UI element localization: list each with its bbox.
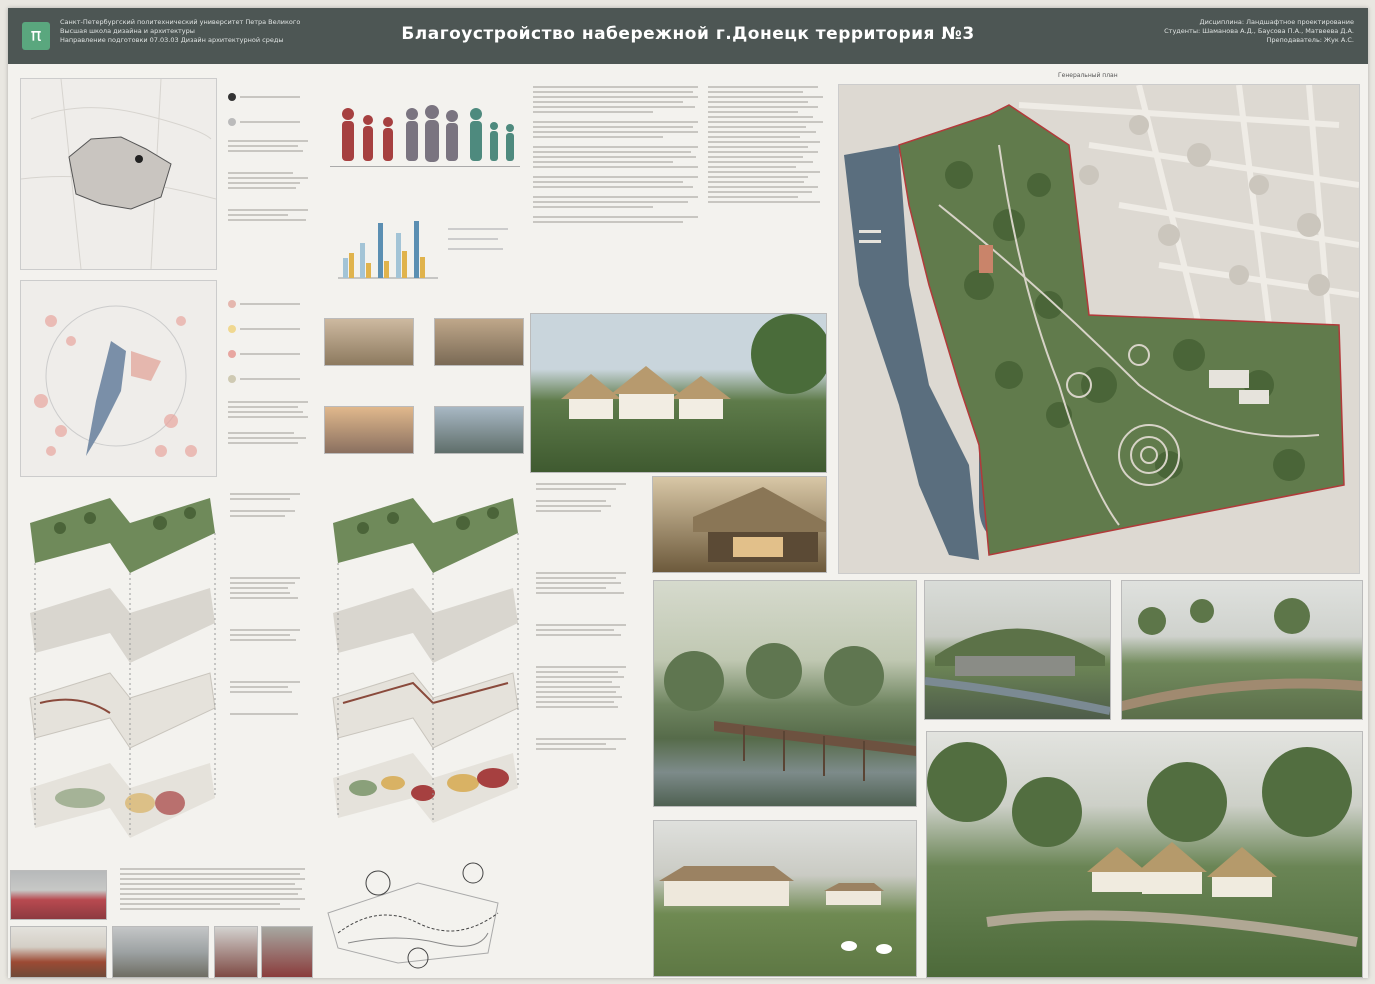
analysis-legend-1 (228, 86, 318, 266)
promenade-scene (1122, 598, 1362, 711)
site-photo-5 (261, 926, 313, 978)
poster-board: π Санкт-Петербургский политехнический ун… (8, 8, 1368, 978)
poster-title: Благоустройство набережной г.Донецк терр… (401, 24, 975, 44)
visualization-bridge (653, 580, 917, 807)
axonometry-right-graphic (332, 498, 519, 823)
axonometry-legend-1 (230, 493, 318, 823)
analog-photo-3 (324, 406, 414, 454)
pavilion-scene (693, 487, 826, 562)
axonometry-legend-2 (536, 483, 646, 903)
visualization-promenade (1121, 580, 1363, 720)
visualization-farmhouse (653, 820, 917, 977)
analysis-legend-2 (228, 293, 318, 473)
axonometry-left-graphic (29, 498, 216, 838)
site-photo-4 (214, 926, 258, 978)
summary-text (120, 868, 310, 923)
concept-text-column (533, 86, 703, 296)
statistics-bars (338, 221, 508, 279)
master-plan (838, 84, 1360, 574)
authors-info: Дисциплина: Ландшафтное проектирование С… (1164, 18, 1354, 44)
district-map-graphic (21, 281, 216, 476)
route-scheme (318, 853, 508, 973)
village-scene (927, 742, 1358, 947)
city-map-graphic (21, 79, 216, 269)
huts-scene (561, 314, 826, 419)
analog-photo-4 (434, 406, 524, 454)
analog-photo-2 (434, 318, 524, 366)
visualization-huts (530, 313, 827, 473)
farmhouse-scene (659, 866, 892, 954)
axonometry-existing (20, 483, 225, 868)
university-info: Санкт-Петербургский политехнический унив… (60, 18, 301, 44)
bar-chart-graphic (338, 213, 518, 283)
site-photo-1 (10, 870, 107, 920)
visualization-arch-building (924, 580, 1111, 720)
route-scheme-graphic (327, 862, 499, 969)
visualization-village-path (926, 731, 1363, 978)
master-plan-caption: Генеральный план (1058, 72, 1118, 79)
poster-header: π Санкт-Петербургский политехнический ун… (8, 8, 1368, 64)
site-photo-3 (112, 926, 209, 978)
university-logo-icon: π (22, 22, 50, 50)
master-plan-graphic (839, 85, 1359, 573)
district-analysis-map (20, 280, 217, 477)
visualization-pavilion (652, 476, 827, 573)
analog-photo-1 (324, 318, 414, 366)
site-photo-2 (10, 926, 107, 978)
legend-list-column (708, 86, 833, 296)
arch-scene (925, 628, 1110, 715)
city-location-map (20, 78, 217, 270)
demographics-graphic (330, 86, 520, 196)
people-silhouettes (330, 105, 520, 167)
axonometry-project (323, 483, 528, 828)
bridge-scene (664, 643, 916, 781)
